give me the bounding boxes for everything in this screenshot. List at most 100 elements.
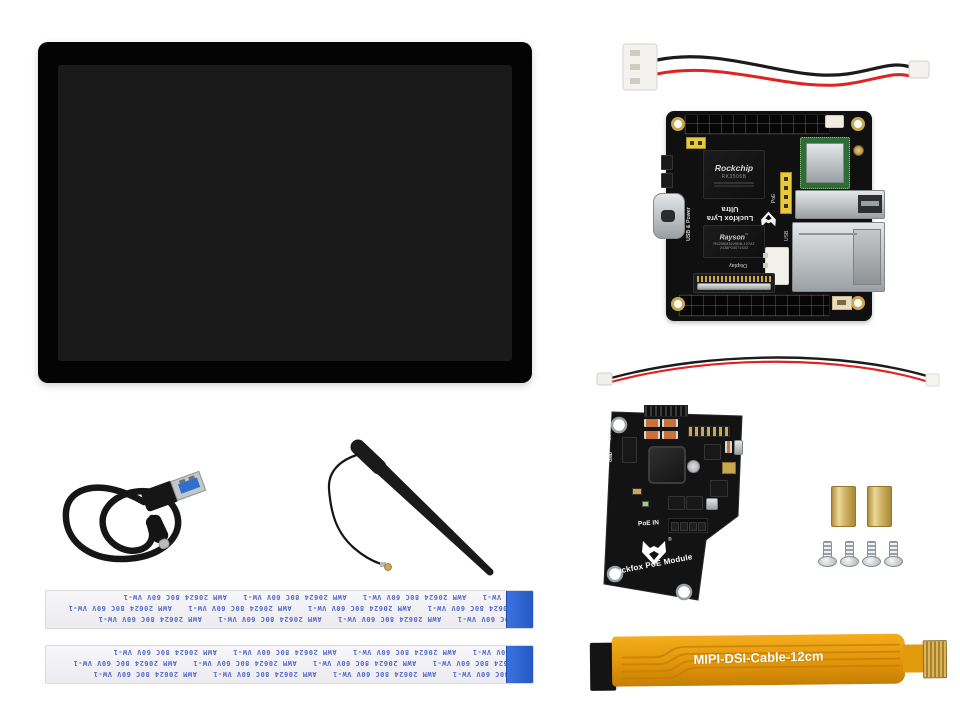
round-capacitor — [687, 460, 700, 473]
screw — [884, 540, 903, 570]
screw — [818, 540, 837, 570]
brass-standoff — [867, 486, 892, 527]
ethernet-face — [853, 229, 881, 285]
fpc-gold-pins — [697, 276, 771, 282]
resistor-row — [688, 426, 730, 437]
mounting-hole — [671, 297, 685, 311]
antenna-cable — [327, 451, 383, 566]
usb-a-port — [795, 190, 885, 219]
ffc-marking-row: AWM 20624 80C 60V VW-1AWM 20624 80C 60V … — [46, 659, 533, 667]
header-pin — [671, 522, 679, 531]
ffc-marking-text: AWM 20624 80C 60V VW-1 — [98, 615, 202, 623]
beige-connector-slot — [837, 300, 846, 305]
poe-in-header — [668, 518, 708, 533]
ffc-marking-text: AWM 20624 80C 60V VW-1 — [73, 659, 177, 667]
ffc-marking-row: AWM 20624 80C 60V VW-1 AWM 20624 80C 60V … — [46, 593, 533, 601]
smd-component — [706, 498, 718, 510]
led — [642, 501, 649, 507]
poe-pin-header — [780, 172, 792, 214]
ram-brand-text: Rayson — [719, 234, 745, 242]
ffc-cable-1: AWM 20624 80C 60V VW-1AWM 20624 80C 60V … — [45, 590, 534, 629]
poe-pin — [784, 204, 788, 208]
battery-cable — [622, 43, 930, 91]
luckfox-logo-icon — [761, 211, 776, 227]
poe-pin — [784, 195, 788, 199]
mipi-cable-body: MIPI-DSI-Cable-12cm — [611, 633, 906, 687]
ffc-marking-text: AWM 20624 80C 60V VW-1 — [332, 670, 437, 678]
power-cable-red-wire — [609, 360, 931, 384]
capacitor — [725, 441, 732, 453]
mounting-hole — [610, 416, 628, 434]
transistor — [686, 496, 703, 510]
poe-power-header — [622, 437, 637, 463]
mipi-dsi-cable: MIPI-DSI-Cable-12cm — [588, 630, 954, 696]
diode-block — [710, 480, 728, 497]
poe-module: 5V GND PoE IN ® Luckfox PoE Module — [592, 400, 772, 608]
power-cable-connector-right — [925, 373, 940, 387]
ffc-marking-text: AWM 20624 80C 60V VW-1 — [242, 593, 347, 601]
ffc-marking-row: AWM 20624 80C 60V VW-1AWM 20624 80C 60V … — [46, 648, 533, 656]
usb-a-opening — [858, 195, 882, 213]
header-pin — [680, 522, 688, 531]
poe-top-connector — [644, 405, 688, 417]
header-pin — [698, 522, 706, 531]
usb-c-connector — [145, 514, 170, 550]
mounting-hole — [606, 565, 624, 583]
capacitor — [662, 419, 678, 427]
mounting-hole — [851, 117, 865, 131]
ram-trademark: ™ — [744, 233, 749, 238]
screw — [862, 540, 881, 570]
dev-board: Rockchip RK3506B Luckfox Lyra Ultra Rays… — [653, 105, 900, 335]
power-cable — [596, 356, 940, 387]
jumper-pin — [690, 141, 694, 145]
registered-mark: ® — [668, 537, 672, 543]
transistor — [668, 496, 685, 510]
usb-c-slot — [661, 210, 675, 222]
jst-pin — [763, 253, 768, 258]
mipi-gold-fingers — [922, 640, 948, 679]
antenna-rod-tip — [486, 568, 494, 576]
battery-connector-small — [908, 60, 930, 79]
power-inductor — [648, 446, 686, 484]
gpio-header-bottom — [678, 294, 830, 317]
capacitor — [644, 431, 660, 439]
ffc-marking-text: AWM 20624 80C 60V VW-1 — [232, 648, 337, 656]
gpio-header-top — [684, 114, 830, 135]
mipi-traces — [621, 643, 901, 680]
gold-pad — [722, 462, 736, 474]
battery-connector-slot — [630, 64, 640, 70]
wifi-antenna — [327, 439, 494, 576]
ipex-crimp — [380, 562, 386, 567]
soc-brand-text: Rockchip — [714, 162, 754, 173]
display-fpc-connector — [693, 273, 775, 293]
ipex-connector — [384, 563, 392, 571]
ufl-antenna-connector — [853, 145, 864, 156]
ffc-marking-text: AWM 20624 80C 60V VW-1 — [68, 604, 172, 612]
display-connector-label: Display — [728, 262, 748, 268]
ffc-marking-text: AWM 20624 80C 60V VW-1 — [307, 604, 412, 612]
ffc-marking-text: AWM 20624 80C 60V VW-1 — [93, 670, 197, 678]
header-pin — [689, 522, 697, 531]
ffc-marking-row: AWM 20624 80C 60V VW-1 AWM 20624 80C 60V … — [46, 670, 533, 678]
fpc-latch — [697, 283, 771, 290]
ethernet-seam — [799, 233, 857, 235]
beige-connector — [832, 296, 852, 310]
battery-connector-slot — [630, 78, 640, 84]
antenna-rod — [353, 441, 493, 575]
ethernet-jack — [792, 222, 885, 292]
poe-in-label: PoE IN — [637, 519, 660, 528]
ffc-marking-row: AWM 20624 80C 60V VW-1 AWM 20624 80C 60V … — [46, 604, 531, 612]
wifi-shield — [806, 143, 844, 183]
ffc-marking-text: AWM 20624 80C 60V VW-1 — [123, 593, 227, 601]
ffc-marking-text: AWM 20624 80C 60V VW-1 — [187, 604, 292, 612]
display-panel — [38, 42, 532, 383]
soc-marking-line — [714, 184, 754, 187]
ram-part-text: RS256M16V5DB-107AT — [713, 241, 755, 246]
rtc-component — [825, 115, 844, 128]
usb3-blue-tongue — [177, 477, 201, 494]
battery-cable-red-wire — [655, 68, 915, 87]
usb-port-label: USB — [784, 230, 790, 241]
ram-lot-text: 2438P24071S03 — [719, 245, 749, 250]
capacitor — [644, 419, 660, 427]
ffc-marking-row: AWM 20624 80C 60V VW-1AWM 20624 80C 60V … — [46, 615, 533, 623]
